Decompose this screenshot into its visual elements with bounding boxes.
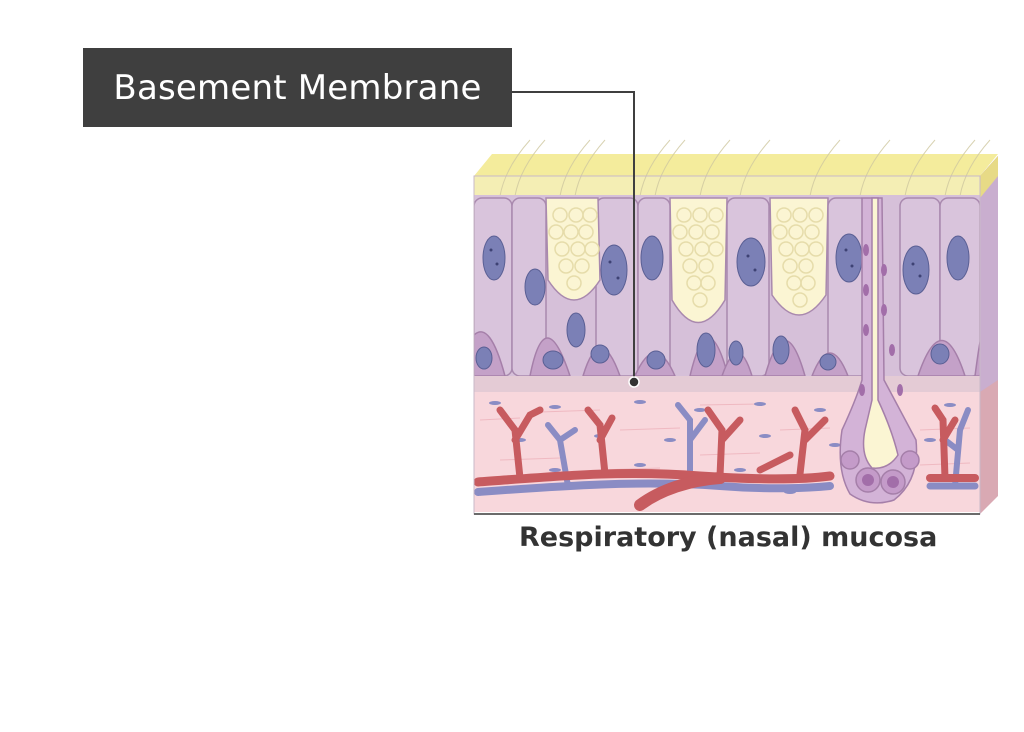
cilia-surface: [474, 139, 998, 198]
leader-dot-icon: [628, 376, 640, 388]
leader-line: [512, 91, 635, 380]
structure-label: Basement Membrane: [83, 48, 512, 127]
arteries: [474, 404, 979, 511]
mucous-gland: [839, 197, 920, 504]
tissue-block-side: [980, 156, 998, 514]
basement-membrane: [474, 376, 980, 394]
cell-nuclei: [475, 233, 970, 371]
epithelium-layer: [474, 195, 980, 378]
goblet-cells: [545, 197, 829, 324]
figure-caption: Respiratory (nasal) mucosa: [519, 522, 938, 553]
